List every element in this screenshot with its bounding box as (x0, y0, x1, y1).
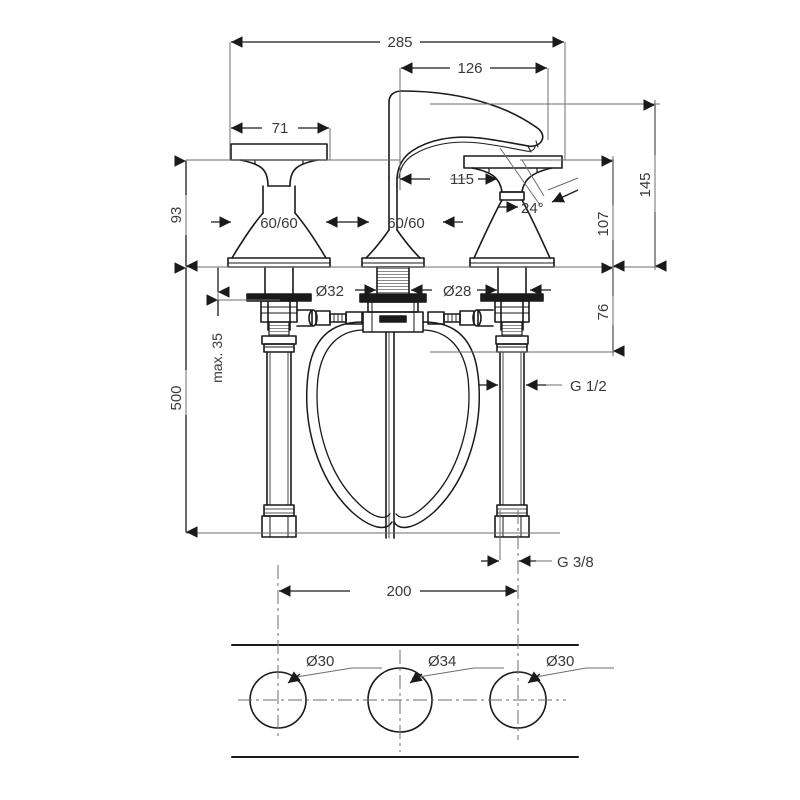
dim-text-d32: Ø32 (316, 283, 344, 300)
dim-text-93: 93 (168, 207, 185, 224)
leader-arrow-hole-center (409, 671, 423, 684)
leader-angle-1 (499, 147, 541, 206)
left-bottom-nut (261, 515, 297, 538)
leader-angle-2 (521, 159, 545, 197)
dim-text-200: 200 (386, 583, 411, 600)
dim-text-hole-center: Ø34 (428, 653, 456, 670)
dim-text-500: 500 (168, 385, 185, 410)
dim-text-d28: Ø28 (443, 283, 471, 300)
right-washer (480, 293, 544, 302)
right-handle-lever (463, 155, 563, 169)
left-handle-assembly (227, 143, 331, 268)
leader-arrow-hole-left (287, 671, 301, 684)
left-washer (246, 293, 312, 302)
hose-loops (306, 321, 480, 529)
dim-text-71: 71 (272, 120, 289, 137)
dim-text-g12: G 1/2 (570, 378, 607, 395)
center-washer (359, 293, 427, 303)
dim-text-107: 107 (595, 211, 612, 236)
left-shank (246, 266, 312, 538)
right-valve-connector (427, 309, 494, 327)
left-handle-lever (230, 143, 328, 161)
dim-text-max35: max. 35 (209, 333, 225, 383)
dim-text-126: 126 (457, 60, 482, 77)
dim-text-115: 115 (450, 171, 474, 188)
leader-arrow-hole-right (527, 671, 541, 684)
dim-text-hole-right: Ø30 (546, 653, 574, 670)
dim-text-145: 145 (637, 172, 654, 197)
dim-text-angle: 24° (521, 200, 544, 217)
dim-text-76: 76 (595, 304, 612, 321)
dim-text-6060-left: 60/60 (260, 215, 298, 232)
center-shank (359, 266, 427, 539)
dim-text-6060-right: 60/60 (387, 215, 425, 232)
dim-text-285: 285 (387, 34, 412, 51)
plan-view (231, 644, 579, 758)
leader-angle-3 (547, 177, 579, 191)
dim-arrow-angle-r (551, 189, 579, 203)
left-valve-connector (296, 309, 363, 327)
right-handle-assembly (463, 155, 563, 268)
dim-text-g38: G 3/8 (557, 554, 594, 571)
dim-text-hole-left: Ø30 (306, 653, 334, 670)
right-shank (480, 266, 544, 538)
center-pull-rod (385, 331, 395, 539)
